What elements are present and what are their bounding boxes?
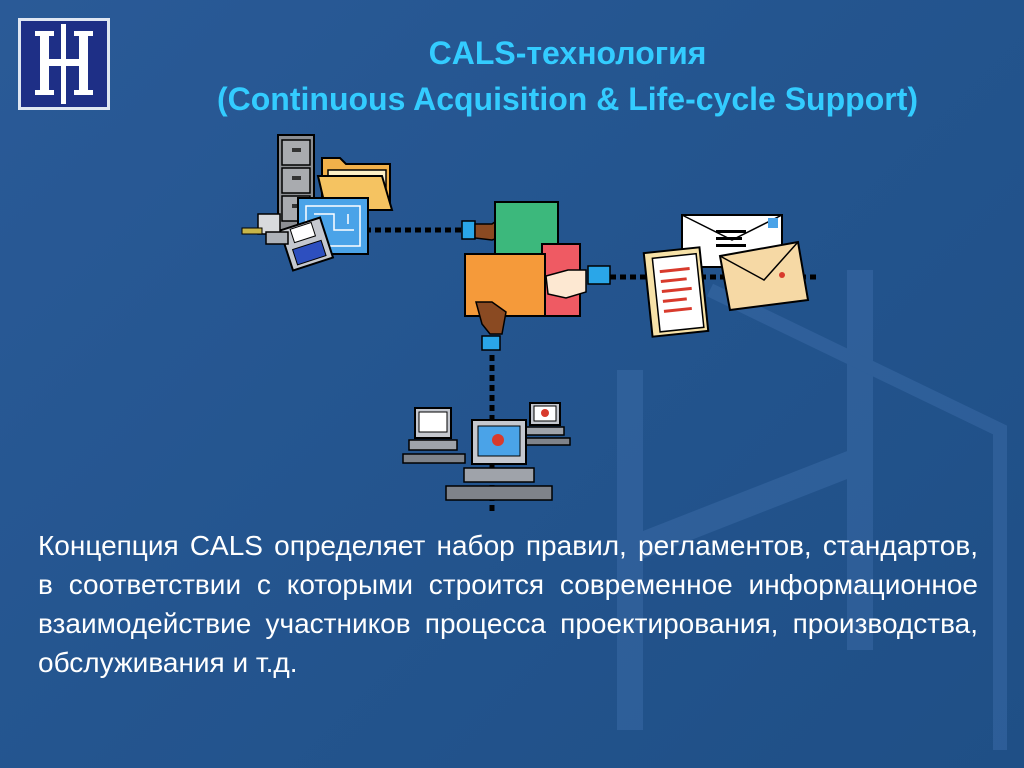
watermark-logo-icon xyxy=(617,270,1007,750)
envelope-icon xyxy=(642,214,810,338)
documents-exchange-icon xyxy=(461,201,611,351)
floppy-disk-icon xyxy=(241,213,335,272)
slide-title: CALS-технология (Continuous Acquisition … xyxy=(120,30,1015,122)
university-logo-icon xyxy=(35,24,93,104)
slide-title-line-2: (Continuous Acquisition & Life-cycle Sup… xyxy=(216,81,918,117)
university-logo xyxy=(18,18,110,110)
workstation-icon xyxy=(402,402,571,501)
slide-body-text: Концепция CALS определяет набор правил, … xyxy=(38,530,978,678)
slide-title-line-1: CALS-технология xyxy=(428,35,707,71)
folder-icon xyxy=(316,157,394,211)
cals-illustration xyxy=(241,134,820,515)
